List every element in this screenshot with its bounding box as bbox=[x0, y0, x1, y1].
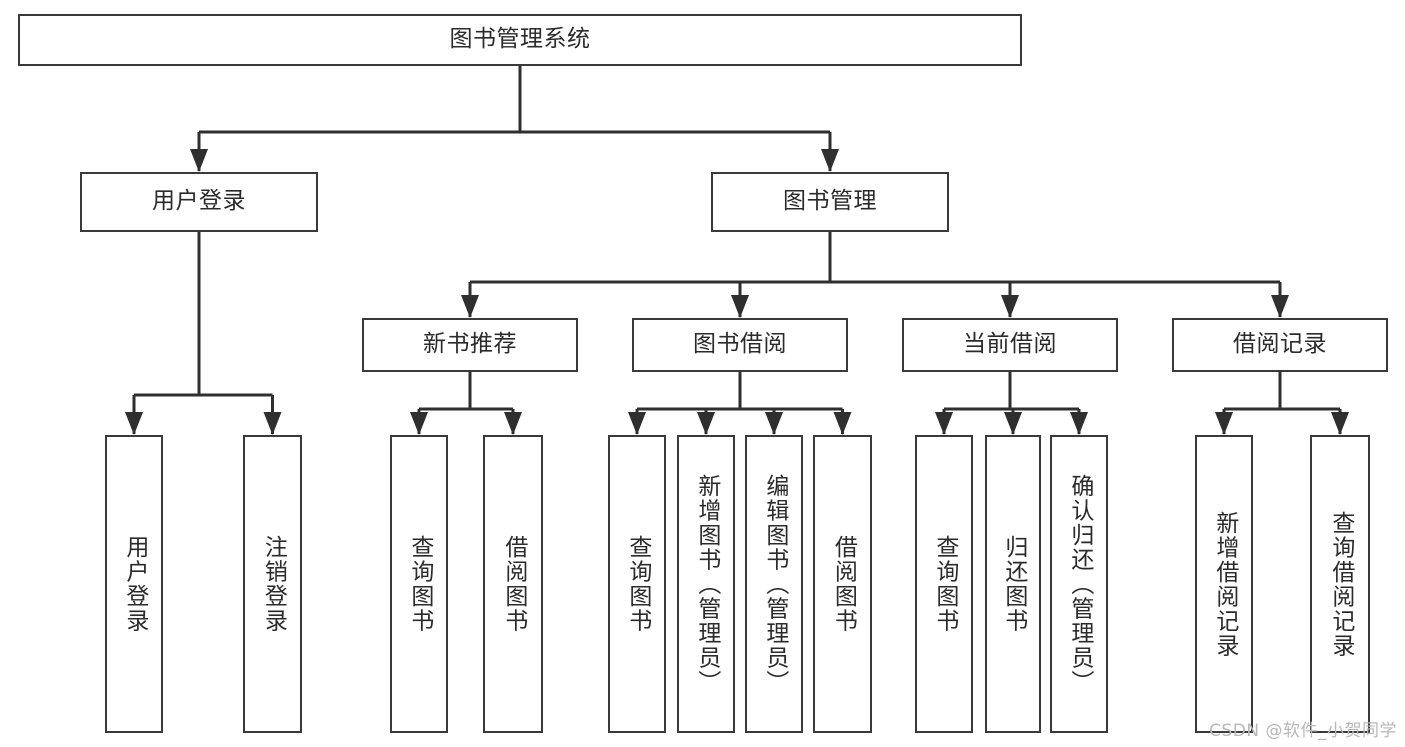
node-leaf-confirm-return[interactable]: 确认归还（管理员） bbox=[1050, 435, 1108, 733]
node-leaf-user-login[interactable]: 用户登录 bbox=[105, 435, 163, 733]
node-leaf-edit-book[interactable]: 编辑图书（管理员） bbox=[745, 435, 803, 733]
node-label: 编辑图书（管理员） bbox=[761, 473, 788, 695]
node-label: 图书管理 bbox=[783, 188, 877, 215]
node-label: 用户登录 bbox=[121, 535, 148, 633]
node-root[interactable]: 图书管理系统 bbox=[18, 14, 1022, 66]
node-borrow[interactable]: 图书借阅 bbox=[632, 318, 848, 372]
node-label: 借阅图书 bbox=[830, 535, 857, 633]
node-label: 用户登录 bbox=[152, 188, 246, 215]
node-label: 归还图书 bbox=[1000, 535, 1027, 633]
node-label: 图书借阅 bbox=[693, 331, 787, 358]
node-label: 查询图书 bbox=[931, 535, 958, 633]
node-bookmgmt[interactable]: 图书管理 bbox=[711, 172, 949, 232]
node-label: 借阅记录 bbox=[1233, 331, 1327, 358]
node-label: 注销登录 bbox=[260, 535, 287, 633]
node-label: 查询图书 bbox=[406, 535, 433, 633]
node-label: 确认归还（管理员） bbox=[1066, 473, 1093, 695]
node-login[interactable]: 用户登录 bbox=[80, 172, 318, 232]
node-label: 查询借阅记录 bbox=[1327, 510, 1354, 658]
node-leaf-query-book-1[interactable]: 查询图书 bbox=[390, 435, 448, 733]
node-leaf-query-book-3[interactable]: 查询图书 bbox=[915, 435, 973, 733]
node-label: 借阅图书 bbox=[500, 535, 527, 633]
watermark: CSDN @软件_小贺同学 bbox=[1209, 721, 1397, 741]
node-newbook[interactable]: 新书推荐 bbox=[362, 318, 578, 372]
node-leaf-add-book[interactable]: 新增图书（管理员） bbox=[677, 435, 735, 733]
node-label: 新增图书（管理员） bbox=[693, 473, 720, 695]
node-leaf-query-book-2[interactable]: 查询图书 bbox=[608, 435, 666, 733]
node-leaf-return-book[interactable]: 归还图书 bbox=[985, 435, 1041, 733]
node-leaf-logout[interactable]: 注销登录 bbox=[243, 435, 302, 733]
node-leaf-borrow-book-1[interactable]: 借阅图书 bbox=[483, 435, 543, 733]
node-records[interactable]: 借阅记录 bbox=[1172, 318, 1388, 372]
node-leaf-borrow-book-2[interactable]: 借阅图书 bbox=[813, 435, 872, 733]
node-label: 新书推荐 bbox=[423, 331, 517, 358]
node-label: 新增借阅记录 bbox=[1211, 510, 1238, 658]
node-leaf-add-record[interactable]: 新增借阅记录 bbox=[1195, 435, 1253, 733]
node-label: 图书管理系统 bbox=[449, 26, 591, 53]
node-label: 查询图书 bbox=[624, 535, 651, 633]
node-label: 当前借阅 bbox=[963, 331, 1057, 358]
node-leaf-query-record[interactable]: 查询借阅记录 bbox=[1310, 435, 1370, 733]
node-current[interactable]: 当前借阅 bbox=[902, 318, 1118, 372]
